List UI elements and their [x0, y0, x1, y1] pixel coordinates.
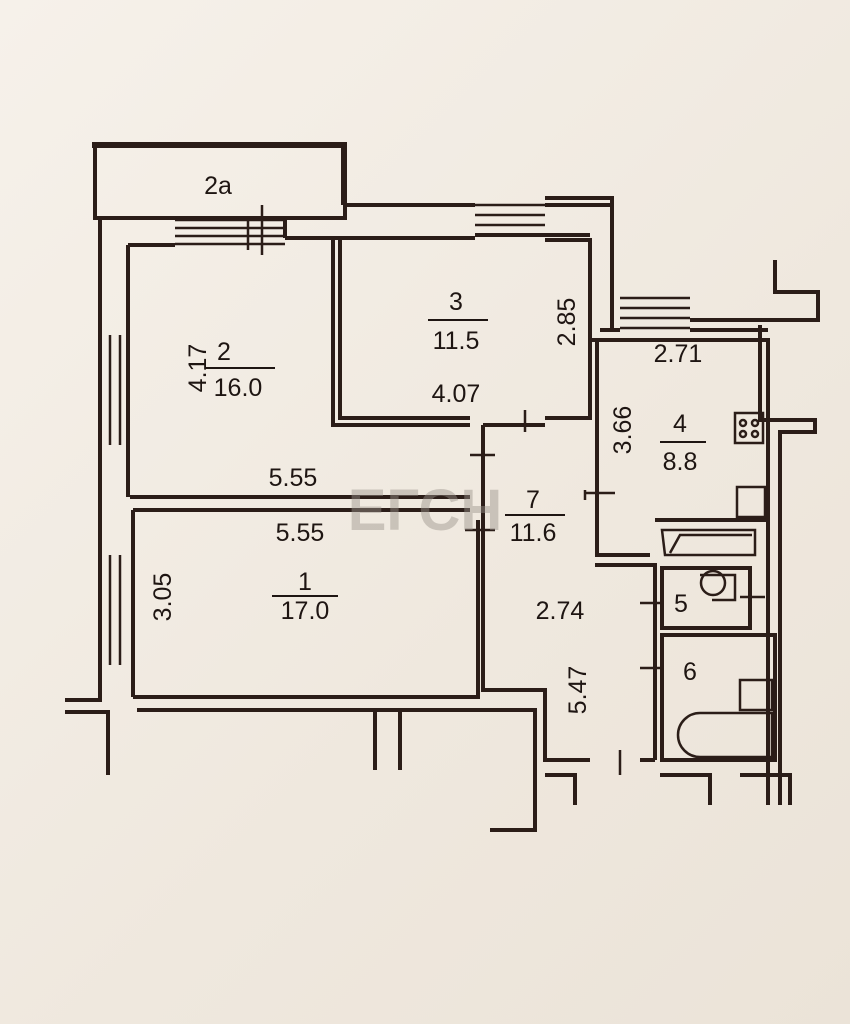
room-7-dim: 5.47	[564, 666, 592, 715]
room-1-dim: 5.55	[276, 519, 325, 547]
windows	[98, 203, 690, 665]
watermark: ЕГСН	[348, 478, 503, 543]
room-4-dim: 3.66	[609, 406, 637, 455]
toilet-icon	[699, 569, 727, 597]
room-2a-label: 2а	[204, 172, 232, 200]
room-3-dim: 2.85	[553, 298, 581, 347]
room-2-dim: 4.17	[184, 344, 212, 393]
room-7-number: 7	[526, 486, 540, 514]
room-7-dim: 2.74	[536, 597, 585, 625]
stove-icon	[733, 411, 765, 445]
room-1-number: 1	[298, 568, 312, 596]
room-6-number: 6	[683, 658, 697, 686]
room-2-area: 16.0	[214, 374, 263, 402]
room-2-dim: 5.55	[269, 464, 318, 492]
room-4-dim: 2.71	[654, 340, 703, 368]
room-3-area: 11.5	[433, 327, 480, 355]
room-2-number: 2	[217, 338, 231, 366]
room-4-area: 8.8	[663, 448, 698, 476]
room-3-dim: 4.07	[432, 380, 481, 408]
room-1-dim: 3.05	[149, 573, 177, 622]
room-1-area: 17.0	[281, 597, 330, 625]
bathtub-icon	[676, 711, 774, 759]
sink-icon	[735, 485, 767, 519]
room-7-area: 11.6	[510, 519, 557, 547]
fixtures	[465, 410, 774, 775]
cabinet-icon	[660, 528, 757, 557]
room-5-number: 5	[674, 590, 688, 618]
room-3-number: 3	[449, 288, 463, 316]
washbasin-icon	[738, 678, 774, 712]
room-4-number: 4	[673, 410, 687, 438]
